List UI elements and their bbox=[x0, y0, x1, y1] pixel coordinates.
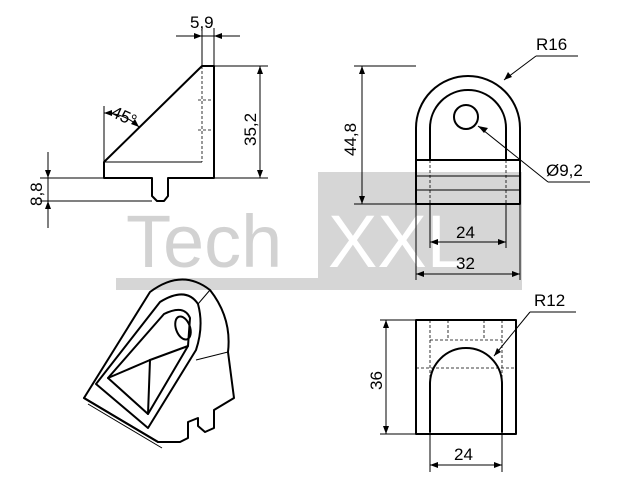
front-view: Ø9,2 R16 44,8 24 32 bbox=[341, 35, 590, 280]
side-view: 5,9 35,2 45° 8,8 bbox=[27, 13, 268, 228]
watermark-text-left: Tech bbox=[126, 200, 282, 283]
dim-bottom-height: 36 bbox=[367, 371, 386, 390]
dim-bottom-radius: R12 bbox=[534, 291, 565, 310]
dim-front-height: 44,8 bbox=[341, 123, 360, 156]
dim-height: 35,2 bbox=[241, 113, 260, 146]
bottom-view: R12 36 24 bbox=[367, 291, 576, 472]
dim-front-inner-width: 24 bbox=[456, 223, 475, 242]
dim-front-radius: R16 bbox=[536, 35, 567, 54]
dim-angle: 45° bbox=[108, 102, 139, 130]
isometric-view bbox=[83, 278, 235, 449]
dim-tab-height: 8,8 bbox=[27, 182, 46, 206]
dim-hole-diameter: Ø9,2 bbox=[546, 161, 583, 180]
dim-front-outer-width: 32 bbox=[456, 254, 475, 273]
dim-top-width: 5,9 bbox=[190, 13, 214, 32]
dim-bottom-width: 24 bbox=[454, 445, 473, 464]
